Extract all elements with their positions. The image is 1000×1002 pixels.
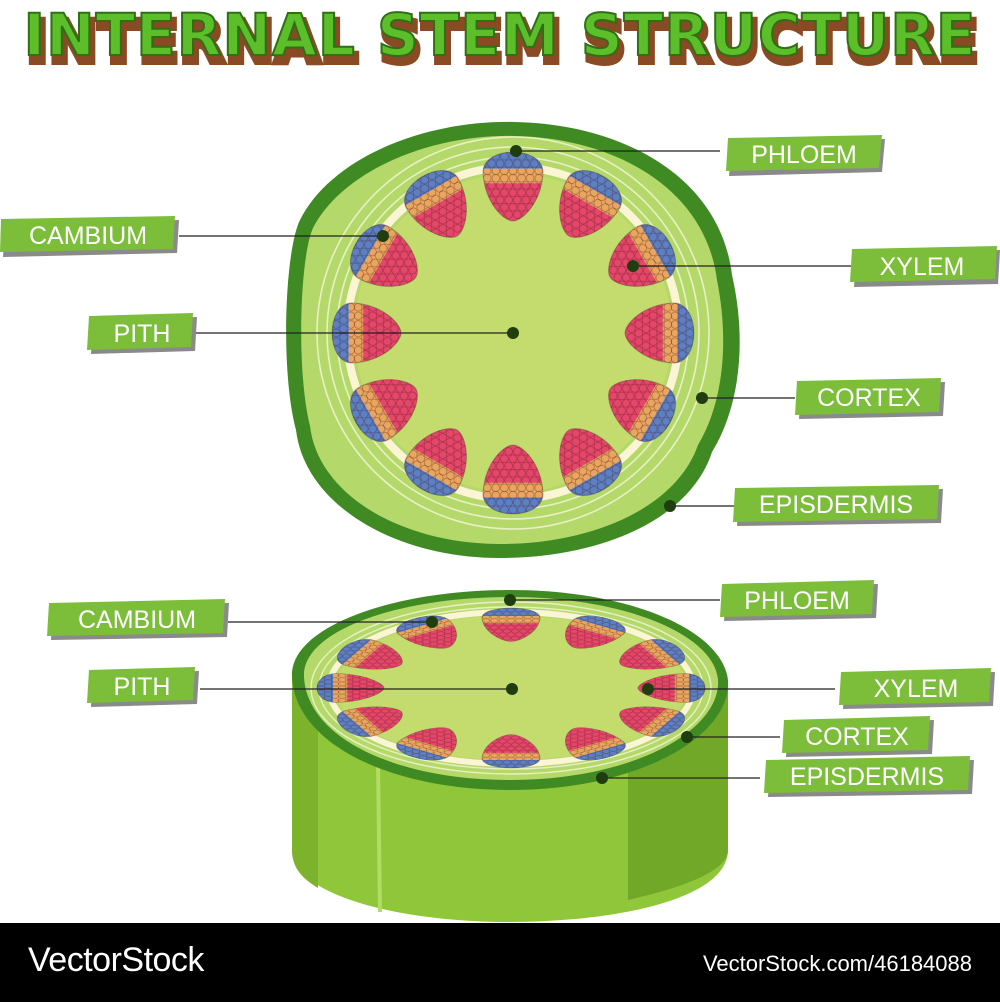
leader-lines (179, 150, 852, 779)
label-xylem-bottom-text: XYLEM (874, 675, 959, 703)
leader-dots (377, 145, 708, 784)
label-xylem-top: XYLEM (850, 246, 1000, 287)
cambium-tissue (637, 638, 681, 669)
label-cambium-bottom-text: CAMBIUM (78, 606, 196, 634)
label-epidermis-bottom: EPISDERMIS (764, 756, 974, 797)
label-cortex-bottom: CORTEX (782, 716, 934, 757)
cambium-tissue (341, 707, 385, 738)
page-title: INTERNAL STEM STRUCTURE INTERNAL STEM ST… (22, 0, 981, 79)
phloem-tissue (483, 152, 543, 169)
label-pith-top-text: PITH (114, 320, 171, 348)
label-cortex-top-text: CORTEX (817, 384, 921, 412)
cambium-tissue (403, 446, 466, 492)
label-cortex-top: CORTEX (795, 378, 945, 419)
cambium-tissue (395, 736, 456, 758)
label-pith-bottom: PITH (87, 667, 199, 707)
footer-bar: VectorStock VectorStock.com/46184088 (0, 923, 1000, 1002)
label-phloem-bottom-text: PHLOEM (744, 587, 850, 615)
footer-brand: VectorStock (28, 941, 204, 979)
xylem-tissue (482, 734, 540, 753)
label-xylem-top-text: XYLEM (880, 253, 965, 281)
label-cambium-top-text: CAMBIUM (29, 222, 147, 250)
cambium-tissue (482, 752, 540, 760)
label-cambium-bottom: CAMBIUM (47, 599, 229, 640)
label-xylem-bottom: XYLEM (839, 668, 995, 709)
cambium-tissue (341, 638, 385, 669)
phloem-tissue (483, 497, 543, 514)
cambium-tissue (637, 707, 681, 738)
xylem-tissue (482, 623, 540, 642)
cambium-tissue (560, 446, 623, 492)
label-phloem-bottom: PHLOEM (720, 580, 878, 621)
label-epidermis-bottom-text: EPISDERMIS (790, 763, 944, 791)
footer-url: VectorStock.com/46184088 (702, 951, 972, 976)
cylinder-side-shade-left (292, 690, 318, 888)
label-epidermis-top-text: EPISDERMIS (759, 491, 913, 519)
title-text: INTERNAL STEM STRUCTURE (23, 1, 976, 69)
cambium-tissue (626, 380, 672, 443)
phloem-tissue (482, 608, 540, 617)
cambium-tissue (333, 673, 348, 703)
label-epidermis-top: EPISDERMIS (733, 485, 943, 526)
cambium-tissue (674, 673, 689, 703)
cambium-tissue (395, 618, 456, 640)
label-pith-bottom-text: PITH (114, 673, 171, 701)
bottom-cylinder (291, 590, 729, 922)
cambium-tissue (482, 616, 540, 624)
label-phloem-top-text: PHLOEM (751, 141, 857, 169)
top-cross-section (286, 121, 740, 558)
label-phloem-top: PHLOEM (726, 135, 885, 176)
phloem-tissue (482, 759, 540, 768)
cambium-tissue (566, 736, 627, 758)
label-pith-top: PITH (87, 313, 197, 354)
label-cambium-top: CAMBIUM (0, 216, 179, 257)
cambium-tissue (483, 482, 543, 498)
cambium-tissue (626, 223, 672, 286)
title-shadow: INTERNAL STEM STRUCTURE (26, 8, 979, 76)
label-cortex-bottom-text: CORTEX (805, 723, 909, 751)
cambium-tissue (354, 380, 400, 443)
cambium-tissue (662, 303, 678, 363)
cambium-tissue (403, 174, 466, 220)
cambium-tissue (483, 168, 543, 184)
cylinder-side-highlight (376, 764, 382, 912)
cambium-tissue (566, 618, 627, 640)
cambium-tissue (560, 174, 623, 220)
